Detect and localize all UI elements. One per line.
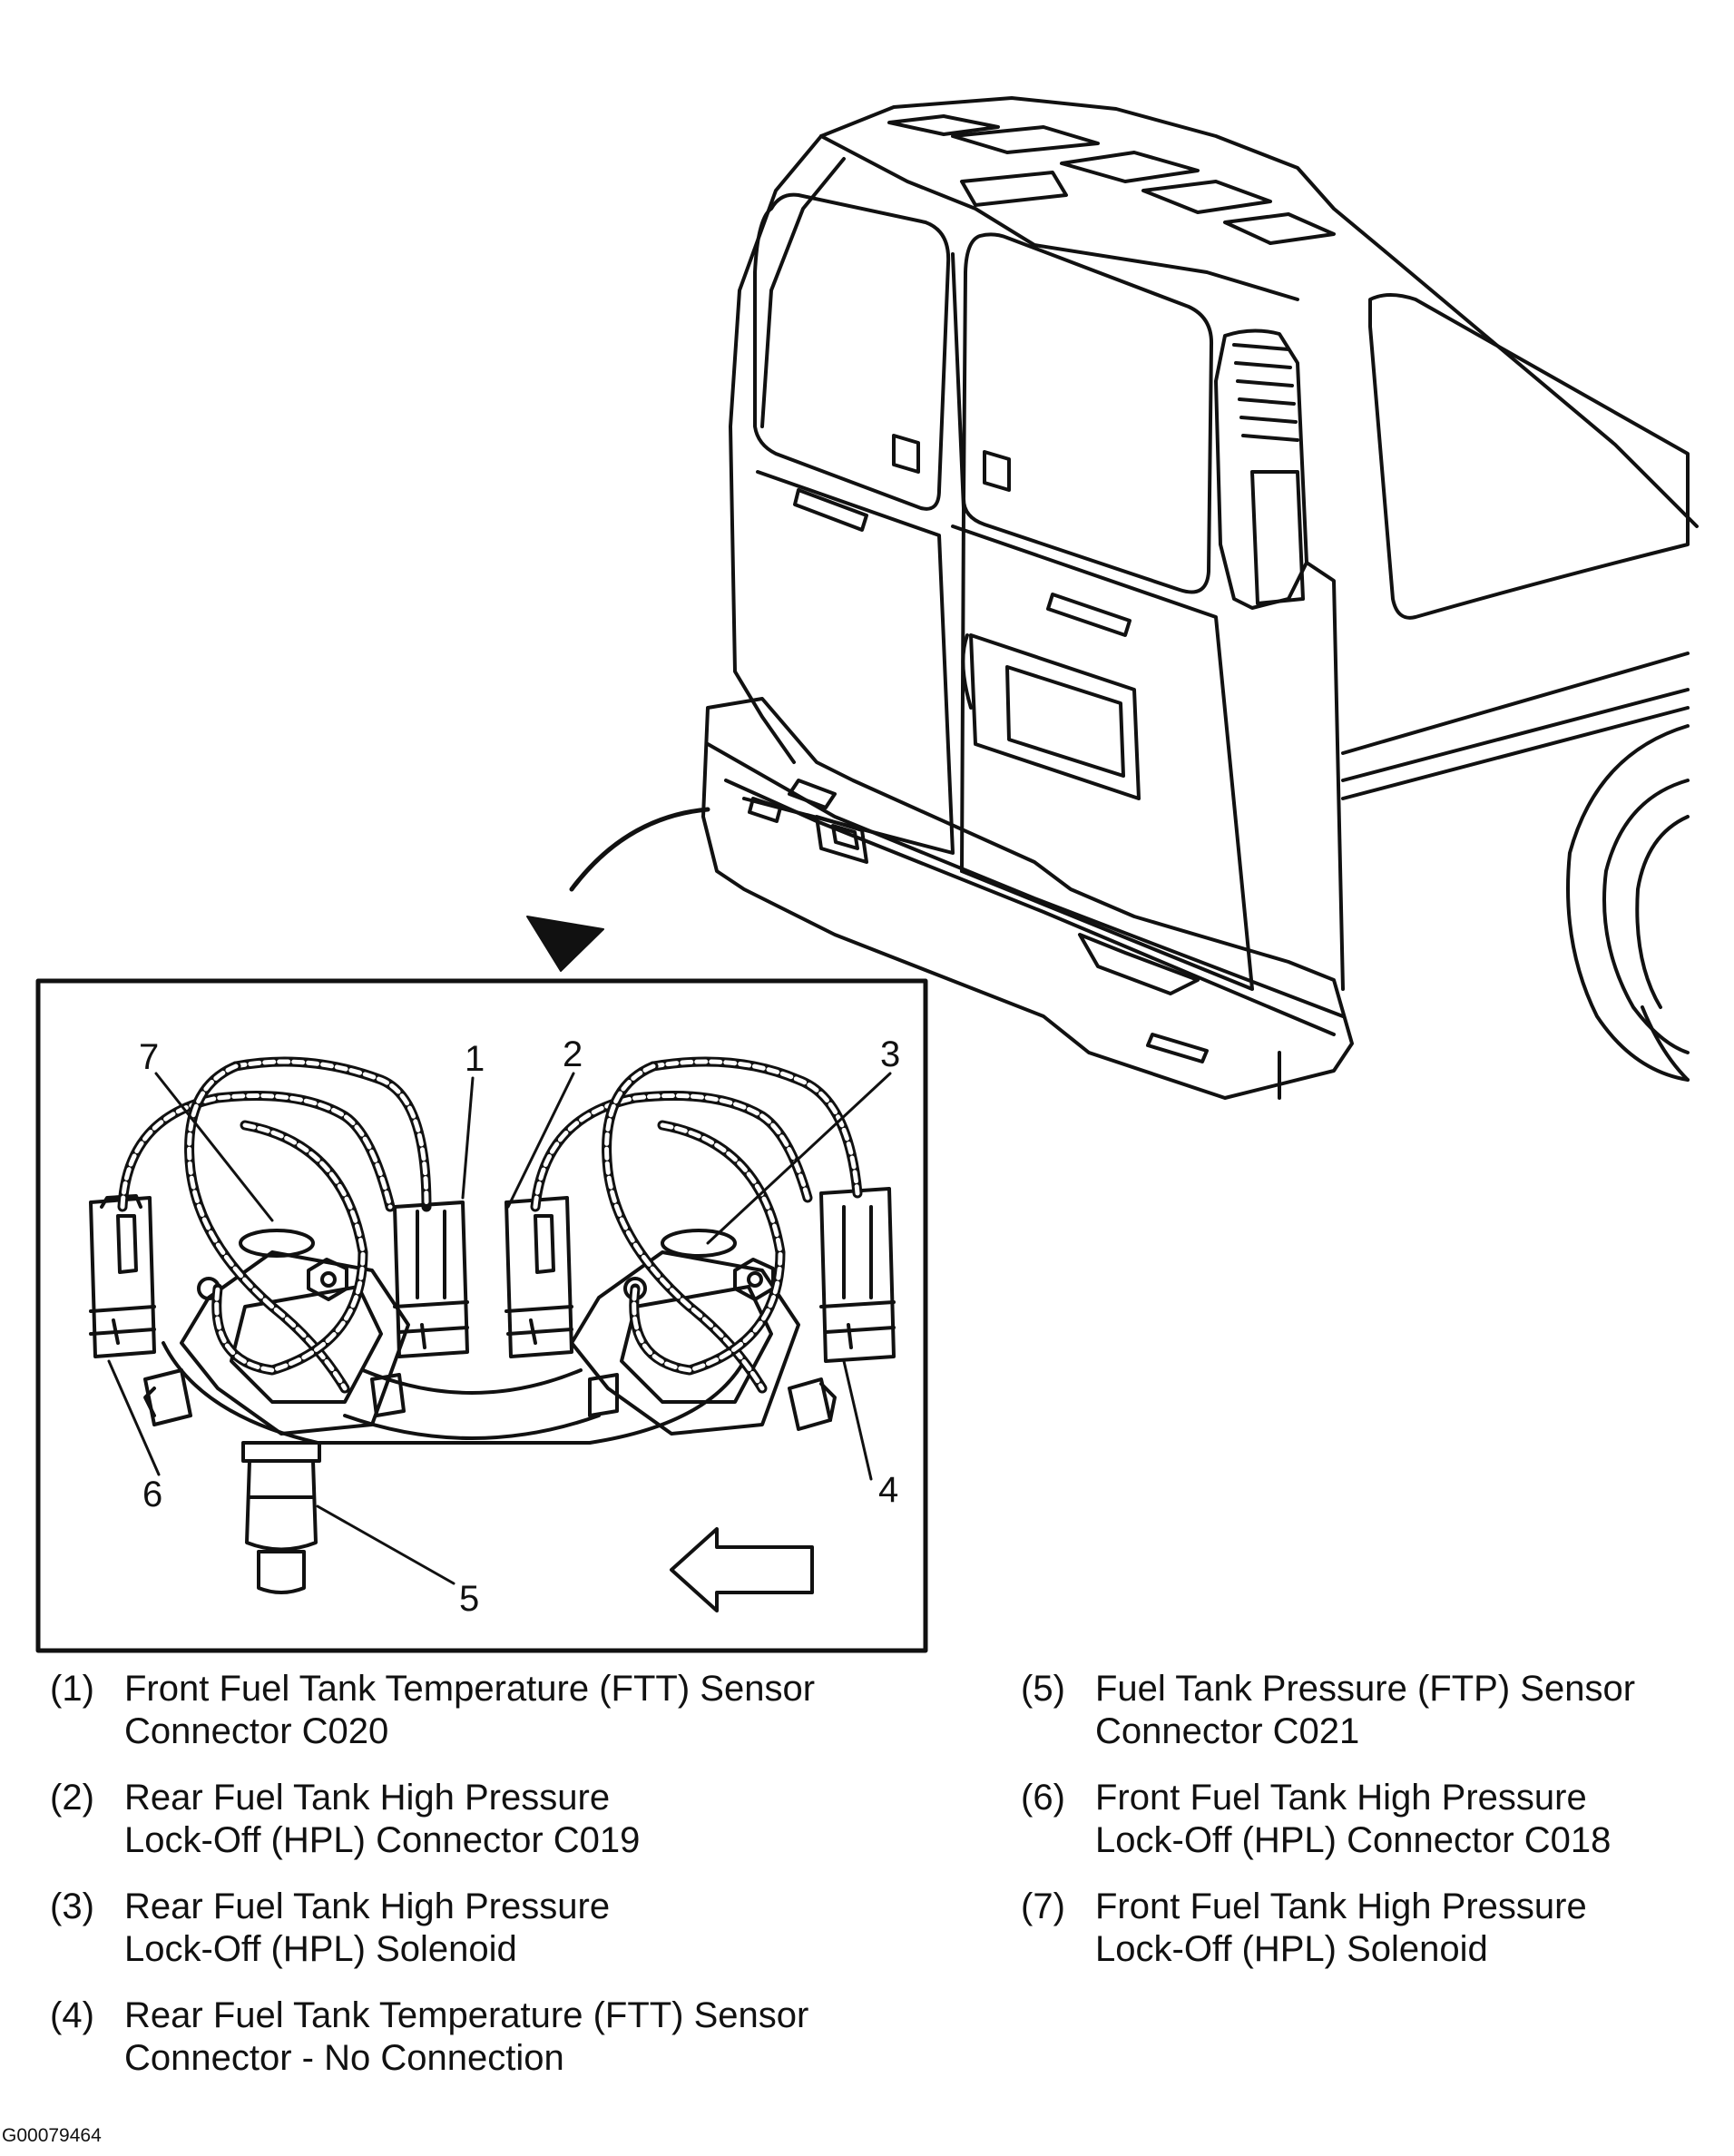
legend-item-1: (1) Front Fuel Tank Temperature (FTT) Se… bbox=[50, 1668, 921, 1753]
figure-code: G00079464 bbox=[2, 2125, 102, 2146]
legend-text: Rear Fuel Tank Temperature (FTT) Sensor … bbox=[124, 1994, 921, 2080]
callout-1: 1 bbox=[465, 1039, 485, 1079]
legend-number: (6) bbox=[1021, 1778, 1065, 1818]
detail-frame bbox=[35, 978, 928, 1653]
legend-item-7: (7) Front Fuel Tank High Pressure Lock-O… bbox=[1021, 1886, 1710, 1971]
callout-4: 4 bbox=[878, 1470, 898, 1510]
legend-line: Lock-Off (HPL) Connector C018 bbox=[1095, 1820, 1612, 1860]
legend-left-column: (1) Front Fuel Tank Temperature (FTT) Se… bbox=[50, 1668, 921, 2103]
legend-text: Front Fuel Tank High Pressure Lock-Off (… bbox=[1095, 1777, 1710, 1862]
pointer-arrow bbox=[526, 807, 710, 972]
flow-direction-arrow bbox=[670, 1527, 814, 1612]
legend-line: Connector - No Connection bbox=[124, 2038, 564, 2078]
legend-item-6: (6) Front Fuel Tank High Pressure Lock-O… bbox=[1021, 1777, 1710, 1862]
legend-item-3: (3) Rear Fuel Tank High Pressure Lock-Of… bbox=[50, 1886, 921, 1971]
legend-line: Lock-Off (HPL) Solenoid bbox=[1095, 1929, 1488, 1969]
legend-number: (3) bbox=[50, 1886, 94, 1926]
legend-text: Fuel Tank Pressure (FTP) Sensor Connecto… bbox=[1095, 1668, 1710, 1753]
callout-2: 2 bbox=[563, 1034, 583, 1074]
legend-number: (5) bbox=[1021, 1669, 1065, 1709]
legend-text: Front Fuel Tank Temperature (FTT) Sensor… bbox=[124, 1668, 921, 1753]
legend-line: Rear Fuel Tank Temperature (FTT) Sensor bbox=[124, 1995, 809, 2035]
fuel-lockoff-assembly bbox=[89, 1056, 896, 1594]
legend-number: (2) bbox=[50, 1778, 94, 1818]
callout-7: 7 bbox=[139, 1037, 159, 1077]
legend-line: Front Fuel Tank Temperature (FTT) Sensor bbox=[124, 1669, 816, 1709]
legend-line: Rear Fuel Tank High Pressure bbox=[124, 1886, 611, 1926]
legend-text: Rear Fuel Tank High Pressure Lock-Off (H… bbox=[124, 1886, 921, 1971]
legend-line: Fuel Tank Pressure (FTP) Sensor bbox=[1095, 1669, 1636, 1709]
legend-line: Connector C020 bbox=[124, 1711, 389, 1751]
legend-number: (1) bbox=[50, 1669, 94, 1709]
legend-number: (4) bbox=[50, 1995, 94, 2035]
legend-text: Rear Fuel Tank High Pressure Lock-Off (H… bbox=[124, 1777, 921, 1862]
leader-lines bbox=[107, 1072, 892, 1585]
legend-item-5: (5) Fuel Tank Pressure (FTP) Sensor Conn… bbox=[1021, 1668, 1710, 1753]
legend-item-2: (2) Rear Fuel Tank High Pressure Lock-Of… bbox=[50, 1777, 921, 1862]
legend-line: Rear Fuel Tank High Pressure bbox=[124, 1778, 611, 1818]
legend-line: Lock-Off (HPL) Connector C019 bbox=[124, 1820, 641, 1860]
legend-right-column: (5) Fuel Tank Pressure (FTP) Sensor Conn… bbox=[1021, 1668, 1710, 1994]
callout-5: 5 bbox=[459, 1579, 479, 1619]
diagram-artwork: 1 2 3 4 5 6 7 bbox=[35, 96, 1699, 1653]
legend-line: Front Fuel Tank High Pressure bbox=[1095, 1778, 1587, 1818]
legend-line: Lock-Off (HPL) Solenoid bbox=[124, 1929, 517, 1969]
callout-6: 6 bbox=[142, 1475, 162, 1514]
legend-line: Front Fuel Tank High Pressure bbox=[1095, 1886, 1587, 1926]
legend-number: (7) bbox=[1021, 1886, 1065, 1926]
van-illustration bbox=[701, 96, 1699, 1100]
callout-3: 3 bbox=[880, 1034, 900, 1074]
legend-text: Front Fuel Tank High Pressure Lock-Off (… bbox=[1095, 1886, 1710, 1971]
legend-line: Connector C021 bbox=[1095, 1711, 1360, 1751]
legend-item-4: (4) Rear Fuel Tank Temperature (FTT) Sen… bbox=[50, 1994, 921, 2080]
